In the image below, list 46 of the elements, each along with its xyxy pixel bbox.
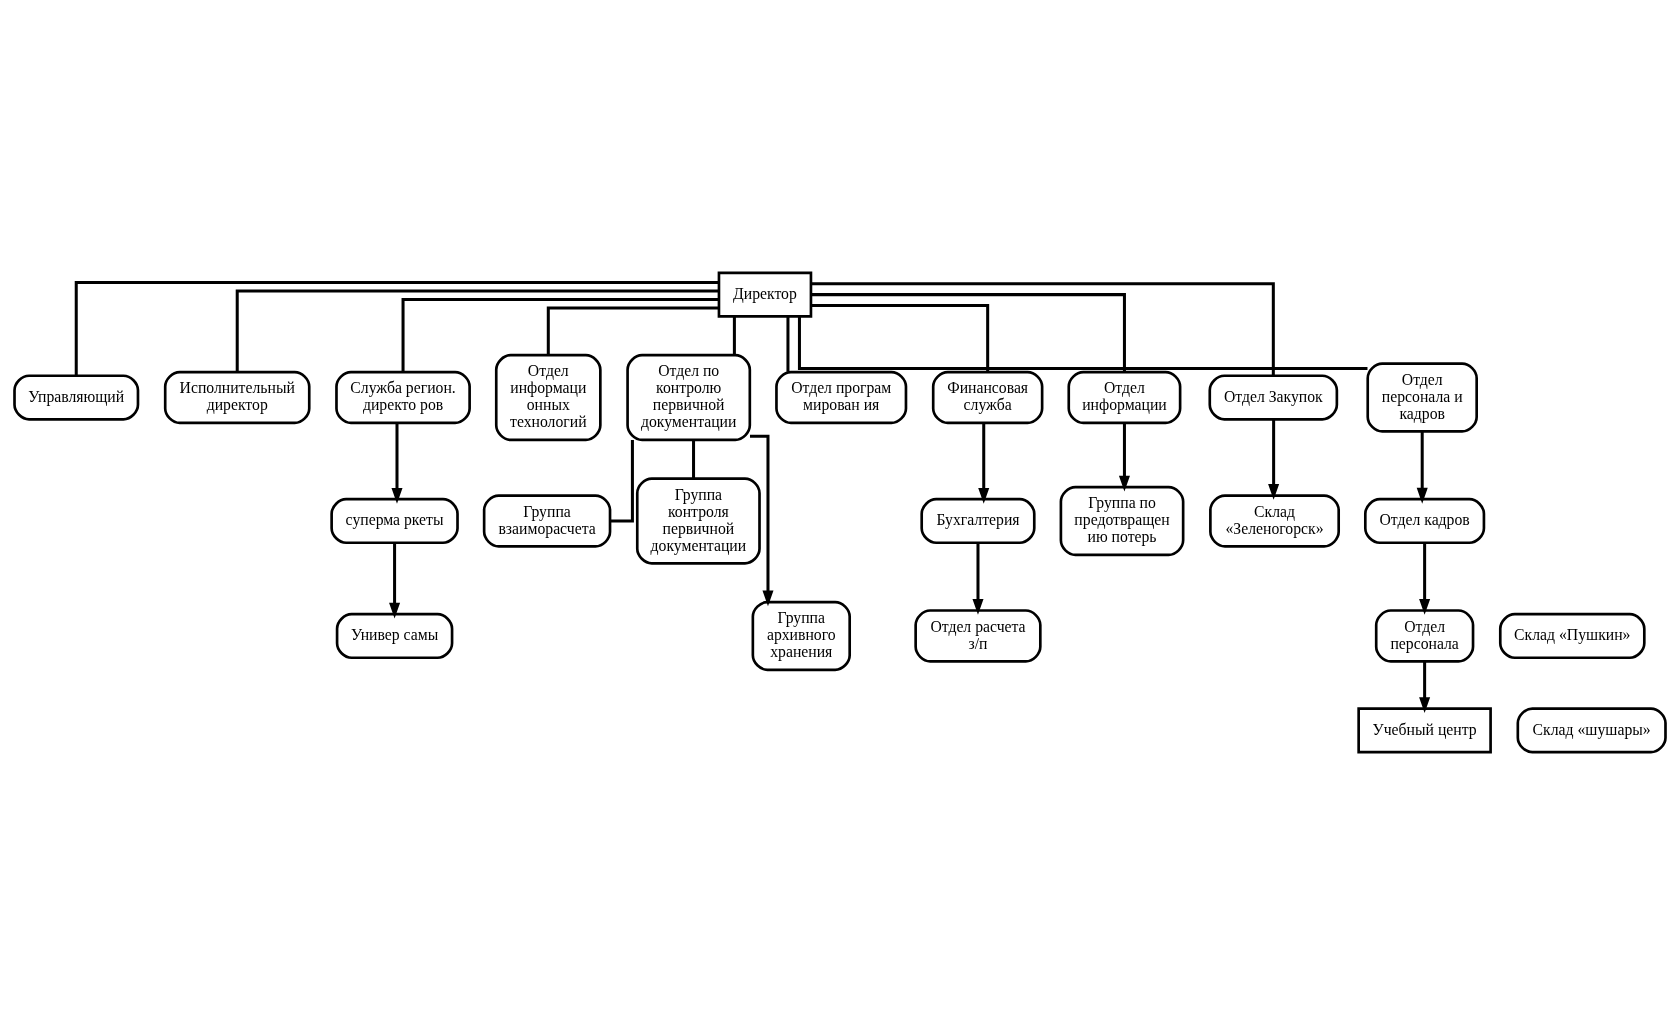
arrow <box>1268 419 1280 500</box>
connector <box>786 315 790 372</box>
node-box: Отдел програм мирован ия <box>775 370 908 424</box>
node-box: Бухгалтерия <box>920 497 1036 544</box>
arrow <box>1419 661 1431 713</box>
node-box: Отдел информации <box>1067 370 1182 424</box>
node-box: Отдел по контролю первичной документации <box>626 353 752 441</box>
node-box: Директор <box>717 271 813 318</box>
node-box: Финансовая служба <box>931 370 1044 424</box>
arrow <box>972 542 984 615</box>
connector <box>732 315 736 355</box>
arrow <box>1416 431 1428 504</box>
node-box: Группа взаиморасчета <box>482 493 612 548</box>
node-box: Отдел персонала и кадров <box>1366 361 1478 433</box>
connector <box>810 281 1275 376</box>
connector <box>692 439 696 478</box>
node-box: Отдел информаци онных технологий <box>494 353 602 441</box>
node-box: Отдел Закупок <box>1208 373 1339 421</box>
node-box: Группа по предотвращен ию потерь <box>1059 485 1185 556</box>
node-box: Исполнительный директор <box>163 370 311 424</box>
node-box: Склад «шушары» <box>1516 706 1667 753</box>
connector <box>235 289 719 372</box>
node-box: Учебный центр <box>1357 706 1492 753</box>
node-box: Группа контроля первичной документации <box>635 476 761 565</box>
arrow <box>1118 422 1130 492</box>
node-box: Служба регион. директо ров <box>335 370 471 424</box>
arrow <box>391 422 403 504</box>
node-box: Отдел персонала <box>1374 608 1475 663</box>
node-box: Группа архивного хранения <box>751 600 851 671</box>
node-box: Отдел расчета з/п <box>914 608 1042 663</box>
arrow <box>750 434 774 606</box>
node-box: Склад «Пушкин» <box>1498 612 1646 659</box>
arrow <box>389 542 401 618</box>
node-box: Универ самы <box>335 612 454 659</box>
connector <box>797 316 1368 370</box>
node-box: Управляющий <box>13 373 140 421</box>
connector <box>74 280 719 375</box>
node-box: Склад «Зеленогорск» <box>1209 493 1340 548</box>
connector <box>811 303 990 372</box>
node-box: суперма ркеты <box>330 497 459 544</box>
arrow <box>978 422 990 504</box>
connector <box>401 297 719 372</box>
arrow <box>1419 542 1431 615</box>
connector <box>811 292 1126 372</box>
node-box: Отдел кадров <box>1364 497 1486 544</box>
connector <box>546 305 719 355</box>
